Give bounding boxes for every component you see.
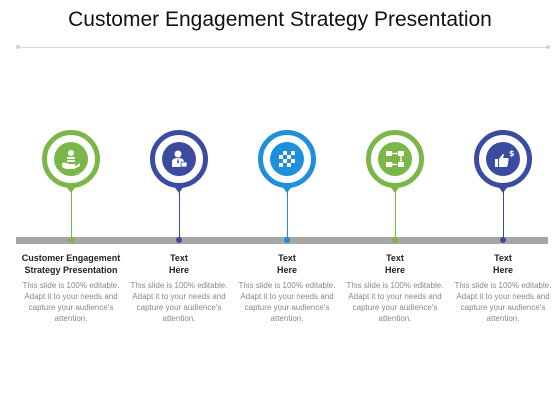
- step-3-marker: [284, 237, 290, 243]
- step-4-pin: [366, 130, 424, 188]
- step-1-body: This slide is 100% editable. Adapt it to…: [22, 281, 120, 323]
- businessman-icon: [162, 142, 196, 176]
- step-2-marker: [176, 237, 182, 243]
- step-3-pin-tip: [281, 185, 293, 193]
- step-5-heading: Text Here: [492, 253, 513, 275]
- step-3-connector: [286, 192, 288, 239]
- step-4-heading: Text Here: [384, 253, 405, 275]
- checkerboard-icon: [270, 142, 304, 176]
- step-2-pin-tip: [173, 185, 185, 193]
- step-1-connector: [70, 192, 72, 239]
- step-1-heading: Customer Engagement Strategy Presentatio…: [21, 253, 121, 275]
- divider-right-dot: [546, 45, 550, 49]
- step-2-connector: [178, 192, 180, 239]
- step-1-marker: [68, 237, 74, 243]
- step-1-pin-tip: [65, 185, 77, 193]
- divider-left-dot: [16, 45, 20, 49]
- workflow-icon: [378, 142, 412, 176]
- step-5-connector: [502, 192, 504, 239]
- step-4-marker: [392, 237, 398, 243]
- step-2-heading: Text Here: [168, 253, 189, 275]
- svg-text:$: $: [509, 149, 514, 158]
- step-5-pin: $: [474, 130, 532, 188]
- step-4-body: This slide is 100% editable. Adapt it to…: [346, 281, 444, 323]
- slide-title: Customer Engagement Strategy Presentatio…: [68, 8, 492, 31]
- timeline-bar: [16, 237, 548, 244]
- step-2-pin: [150, 130, 208, 188]
- step-2-body: This slide is 100% editable. Adapt it to…: [130, 281, 228, 323]
- step-5-body: This slide is 100% editable. Adapt it to…: [454, 281, 552, 323]
- step-5-pin-tip: [497, 185, 509, 193]
- step-4-connector: [394, 192, 396, 239]
- money-hand-icon: [54, 142, 88, 176]
- step-1-pin: [42, 130, 100, 188]
- step-5-marker: [500, 237, 506, 243]
- step-3-body: This slide is 100% editable. Adapt it to…: [238, 281, 336, 323]
- thumbs-up-dollar-icon: $: [486, 142, 520, 176]
- title-divider: [18, 47, 548, 48]
- step-4-pin-tip: [389, 185, 401, 193]
- step-3-heading: Text Here: [276, 253, 297, 275]
- step-3-pin: [258, 130, 316, 188]
